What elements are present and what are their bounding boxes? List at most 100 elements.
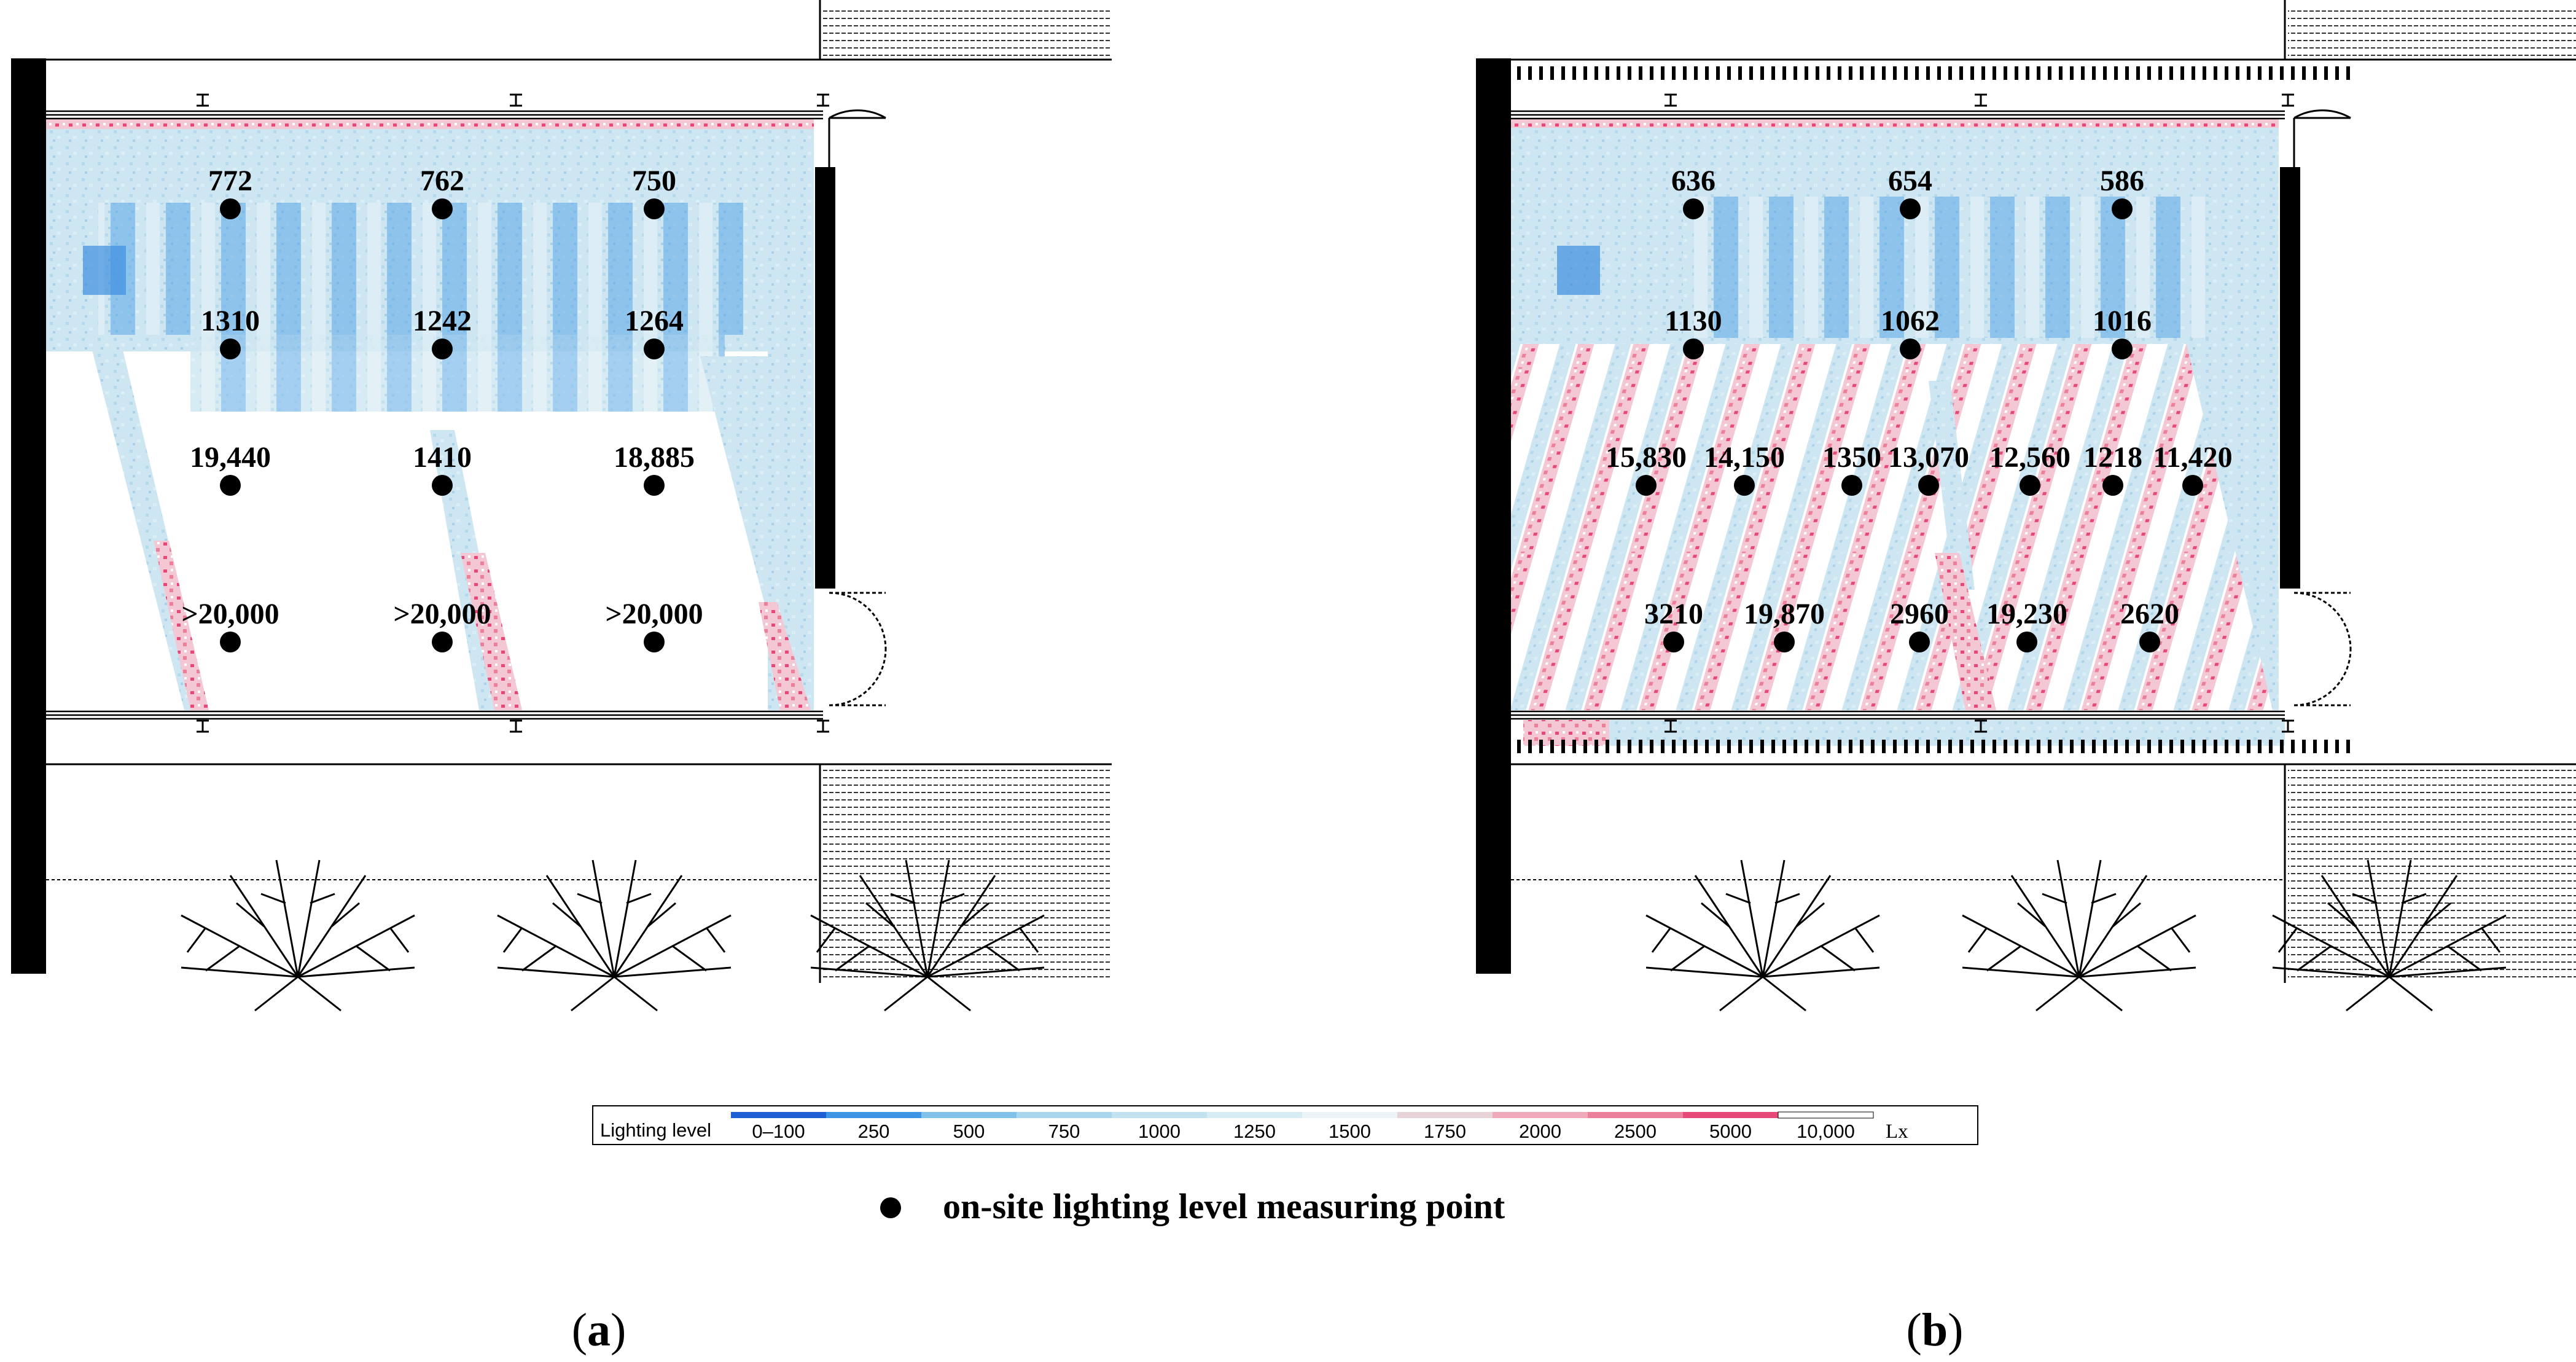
legend-tick-label: 1500 [1329,1121,1371,1142]
point-value: 11,420 [2153,441,2232,474]
door-upper [2293,109,2351,173]
tree-branch [2078,976,2123,1012]
tree-branch [2272,966,2390,978]
point-value: 1016 [2093,305,2152,337]
louvre-blade [1727,740,1731,753]
measuring-point [220,632,241,652]
louvre-blade [2114,66,2118,80]
point-value: 1310 [201,305,260,337]
louvre-blade [1705,740,1709,753]
louvre-blade [1661,66,1665,80]
measuring-point [644,632,665,652]
louvre-blade [1771,740,1775,753]
panel-label-paren: ( [572,1304,587,1356]
point-value: 19,440 [190,441,271,474]
point-value: 18,885 [614,441,695,474]
tree-branch [614,966,732,978]
tree-branch [2056,859,2080,977]
legend-swatch [921,1112,1017,1118]
measuring-point [1734,475,1755,496]
point-value: 772 [208,165,252,197]
tree-branch [1670,945,1705,972]
louvre-blade [1749,740,1753,753]
louvre-blade [2302,66,2306,80]
legend-tick-label: 10,000 [1797,1121,1855,1142]
louvre-blade [1517,740,1521,753]
tree-branch [577,893,603,904]
tree-branch [884,976,928,1012]
louvre-blade [2103,66,2107,80]
tree-branch [926,859,950,977]
panel-label: (b) [1907,1304,1964,1356]
tree-branch [297,976,342,1012]
louvre-blade [1849,740,1852,753]
tree-branch [927,966,1045,978]
point-value: 762 [420,165,464,197]
louvre-blade [2048,740,2051,753]
louvre-blade [1871,740,1875,753]
louvre-blade [2236,66,2239,80]
louvre-blade [2280,740,2284,753]
louvre-blade [2291,740,2295,753]
measuring-point [644,198,665,219]
louvre-blade [1882,66,1886,80]
louvre-blade [2092,740,2096,753]
louvre-blade [2037,66,2040,80]
louvre-blade [2136,66,2140,80]
louvre-blade [2125,740,2129,753]
louvre-blade [2346,66,2350,80]
legend-tick-label: 750 [1048,1121,1080,1142]
louvre-blade [1904,740,1908,753]
measuring-point [220,339,241,359]
louvre-blade [1871,66,1875,80]
panel-label-paren: ( [1907,1304,1922,1356]
louvre-blade [1838,740,1841,753]
louvre-blade [2070,740,2074,753]
measuring-point [2139,632,2160,652]
louvre-blade [1650,66,1653,80]
louvre-blade [2092,66,2096,80]
louvre-blade [2015,740,2018,753]
tree-branch [1821,945,1856,972]
tree-branch [1762,859,1786,977]
legend-swatch [1493,1112,1588,1118]
heatmap-deep-spot [83,246,126,295]
point-value: 1130 [1665,305,1722,337]
tree-branch [591,859,615,977]
louvre-blade [2147,740,2151,753]
panel-label-paren: ) [611,1304,626,1356]
louvre-blade [2324,66,2328,80]
louvre-blade [1760,66,1764,80]
panel-label-paren: ) [1948,1304,1963,1356]
louvre-blade [1805,66,1808,80]
measuring-point [220,475,241,496]
louvre-blade [1528,740,1532,753]
louvre-blade [2247,66,2250,80]
tree-branch [1762,966,1880,978]
point-value: 1264 [625,305,684,337]
tree-branch [890,893,916,904]
tree-branch [2277,927,2298,953]
louvre-blade [2192,740,2195,753]
left-wall [11,58,46,974]
louvre-blade [2059,66,2063,80]
louvre-blade [2192,66,2195,80]
tree-branch [985,945,1020,972]
louvre-blade [1716,66,1720,80]
louvre-blade [2335,740,2339,753]
louvre-blade [2225,66,2228,80]
louvre-blade [2180,66,2184,80]
tree-branch [1762,976,1806,1012]
tree-branch [614,976,658,1012]
measuring-point [1900,339,1921,359]
legend-tick-label: 2000 [1519,1121,1561,1142]
tree-branch [502,927,523,953]
louvre-blade [2169,66,2173,80]
louvre-blade [1628,740,1631,753]
heatmap-hot-strip [46,118,814,129]
right-wall-segment [815,167,835,589]
tree-branch [927,976,971,1012]
louvre-blade [2158,740,2162,753]
measuring-point [1918,475,1939,496]
tree-branch [835,945,870,972]
